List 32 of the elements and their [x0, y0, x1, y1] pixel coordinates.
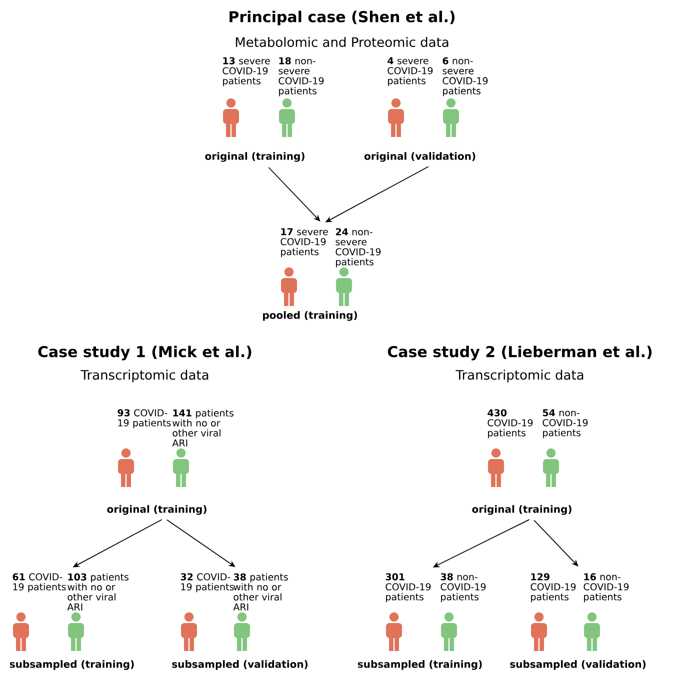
- group-label: subsampled (validation): [510, 660, 646, 670]
- count-text: 141 patients with no or other viral ARI: [172, 409, 234, 446]
- count-text: 54 non-COVID-19 patients: [542, 409, 588, 438]
- count-text: 61 COVID-19 patients: [12, 573, 66, 592]
- section-title: Principal case (Shen et al.): [230, 10, 455, 26]
- count-text: 24 non-severe COVID-19 patients: [336, 228, 381, 268]
- count-text: 13 severe COVID-19 patients: [222, 57, 270, 86]
- group-label: subsampled (training): [358, 660, 482, 670]
- section-subtitle: Transcriptomic data: [80, 370, 208, 382]
- count-text: 301 COVID-19 patients: [386, 573, 431, 602]
- count-text: 38 patients with no or other viral ARI: [233, 573, 288, 610]
- section-subtitle: Transcriptomic data: [456, 370, 584, 382]
- count-text: 16 non-COVID-19 patients: [584, 573, 629, 602]
- section-subtitle: Metabolomic and Proteomic data: [236, 36, 448, 48]
- group-label: original (training): [205, 152, 304, 162]
- count-text: 93 COVID-19 patients: [118, 409, 171, 428]
- count-text: 17 severe COVID-19 patients: [280, 228, 328, 258]
- count-text: 6 non-severe COVID-19 patients: [442, 57, 488, 96]
- count-text: 129 COVID-19 patients: [530, 573, 576, 602]
- count-text: 430 COVID-19 patients: [488, 409, 533, 438]
- group-label: original (validation): [364, 152, 476, 162]
- group-label: original (training): [107, 505, 206, 515]
- count-text: 18 non-severe COVID-19 patients: [278, 57, 324, 96]
- count-text: 38 non-COVID-19 patients: [440, 573, 486, 602]
- group-label: pooled (training): [263, 311, 357, 321]
- section-title: Case study 2 (Lieberman et al.): [388, 346, 652, 360]
- group-label: subsampled (training): [10, 660, 134, 670]
- count-text: 4 severe COVID-19 patients: [388, 57, 433, 86]
- group-label: subsampled (validation): [172, 660, 308, 670]
- section-title: Case study 1 (Mick et al.): [38, 346, 252, 360]
- group-label: original (training): [472, 505, 572, 515]
- count-text: 103 patients with no or other viral ARI: [67, 573, 128, 610]
